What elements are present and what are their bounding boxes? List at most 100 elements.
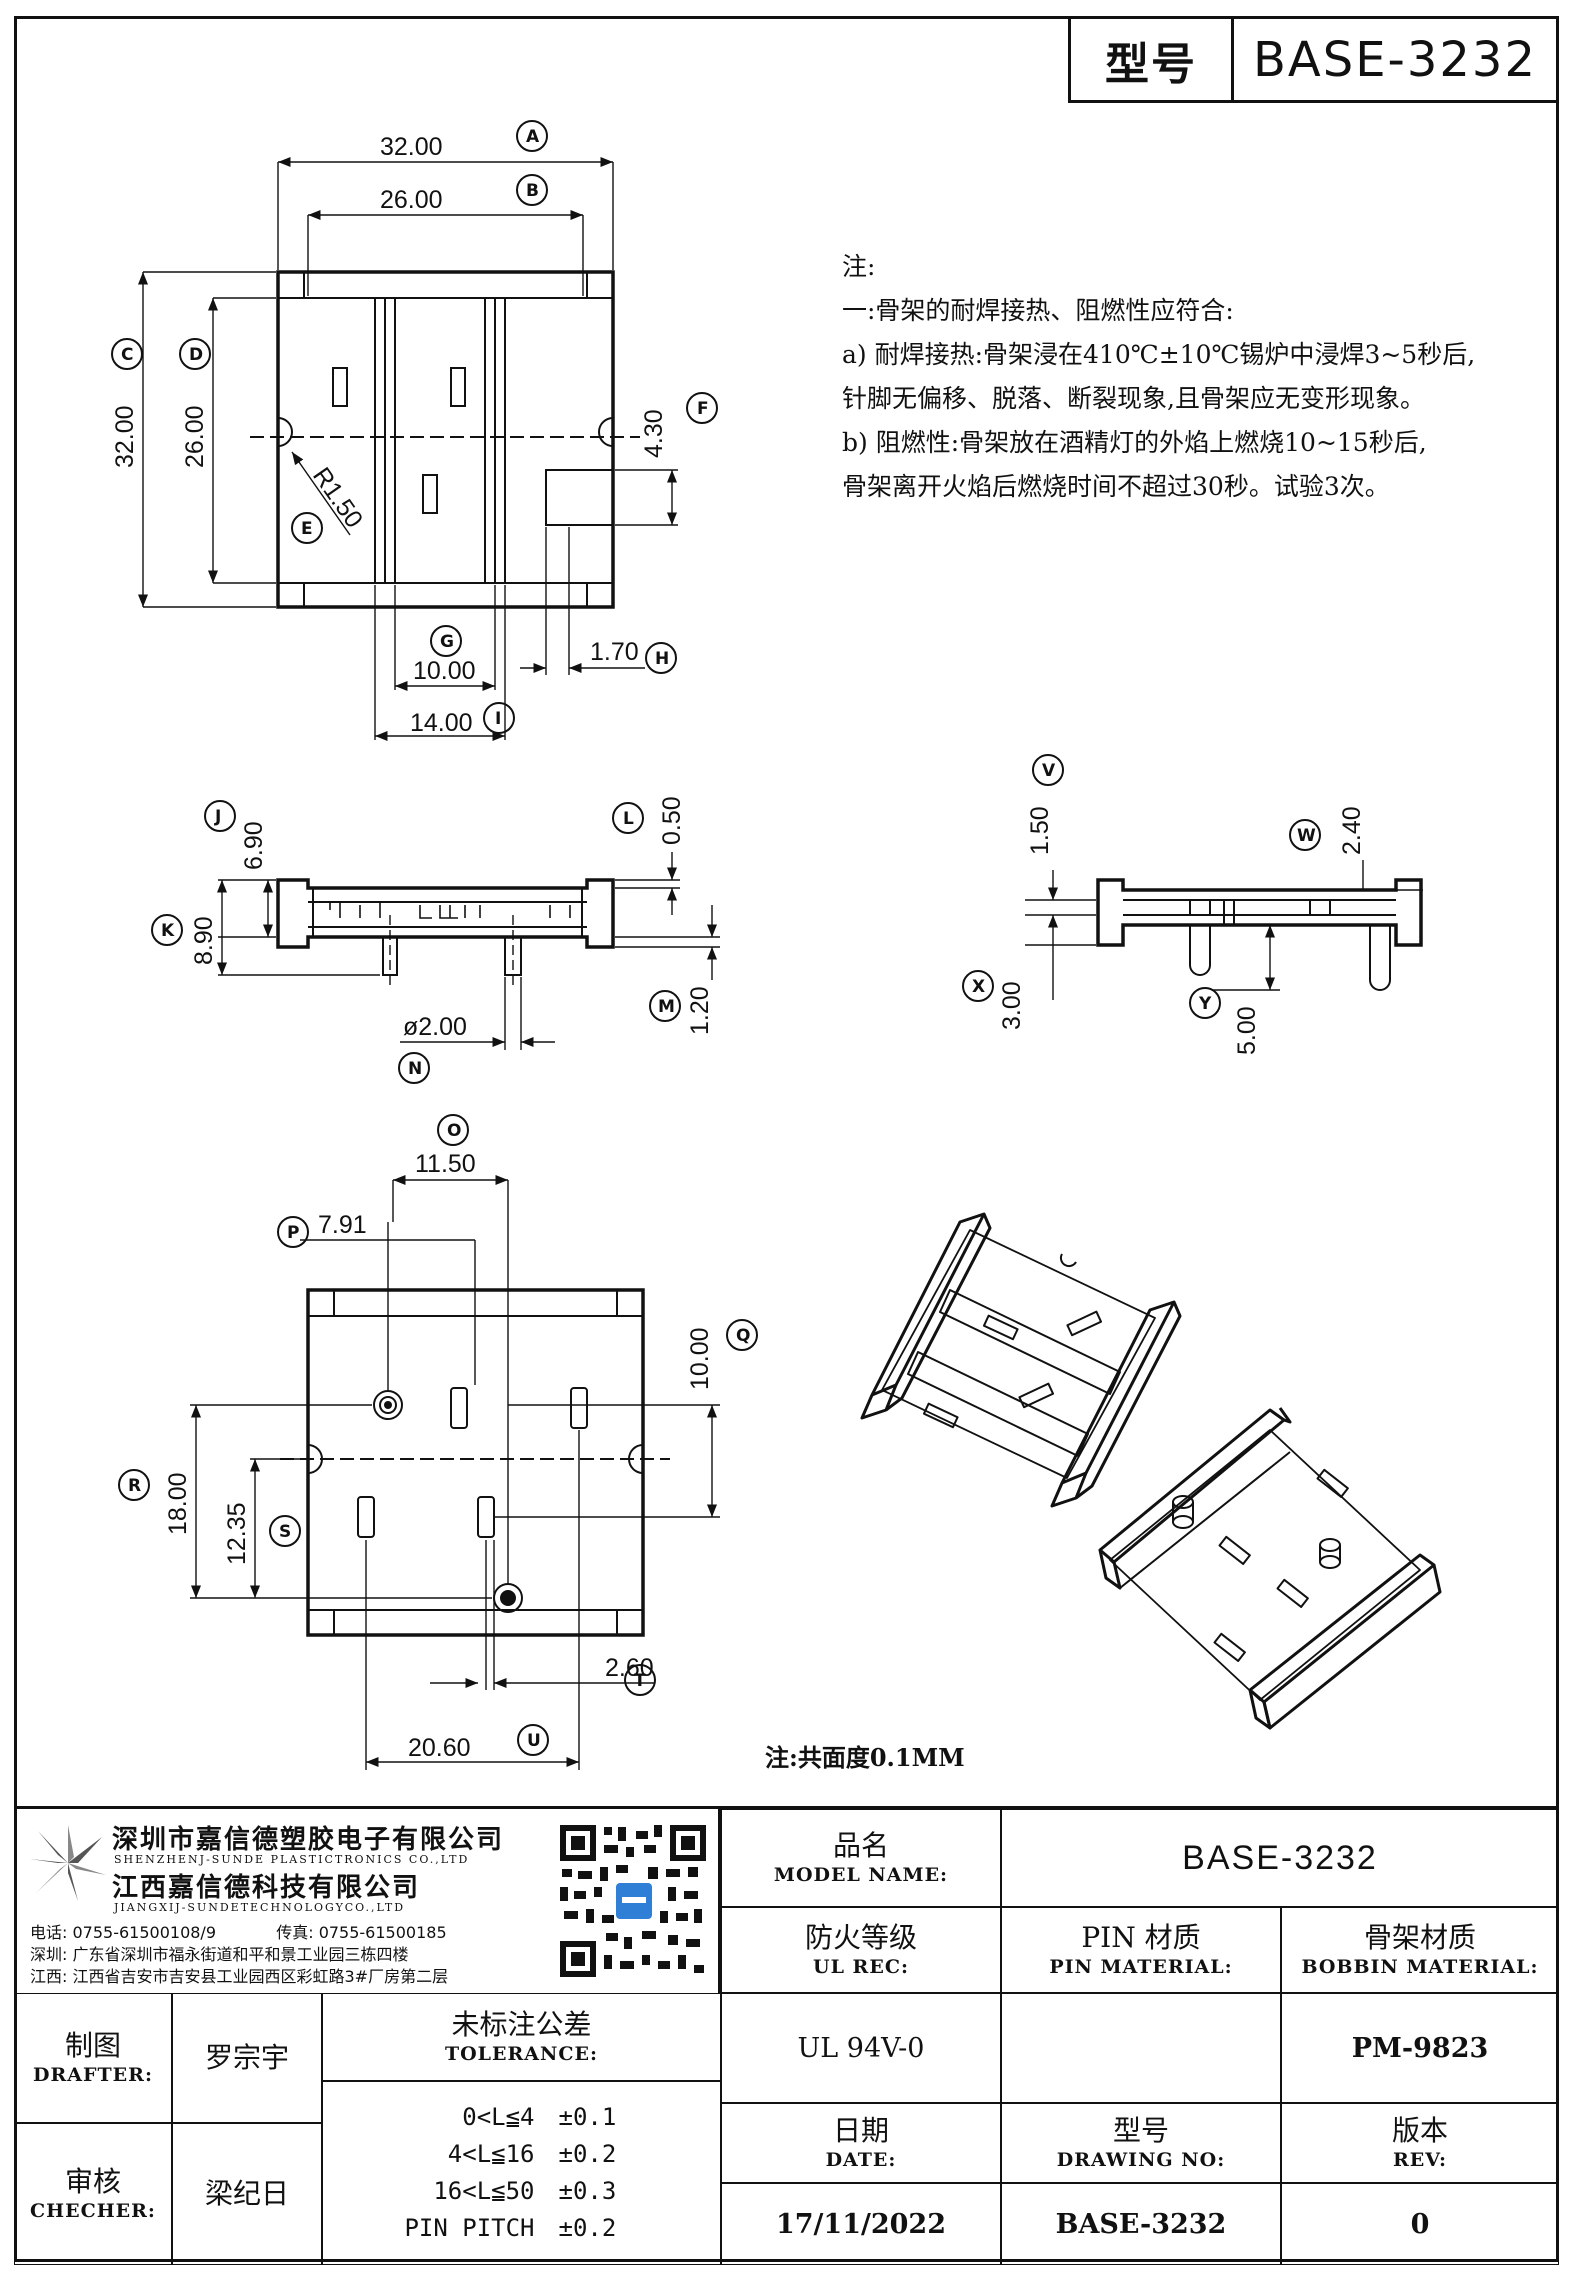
svg-text:X: X	[972, 977, 985, 997]
drawing-no-value: BASE-3232	[1001, 2183, 1281, 2265]
svg-text:Y: Y	[1198, 994, 1212, 1014]
notes-line: 骨架离开火焰后燃烧时间不超过30秒。试验3次。	[842, 472, 1390, 501]
fax-label: 传真:	[276, 1923, 314, 1942]
dim-X-value: 3.00	[998, 981, 1026, 1030]
dim-V-value: 1.50	[1026, 806, 1054, 855]
pin-material-label: PIN 材质 PIN MATERIAL:	[1001, 1907, 1281, 1993]
addr2-label: 江西:	[30, 1967, 68, 1986]
drawing-frame	[14, 16, 1559, 2262]
company-address-sz: 深圳: 广东省深圳市福永街道和平和景工业园三栋四楼	[30, 1941, 409, 1965]
tolerance-table: 0<L≦4±0.1 4<L≦16±0.2 16<L≦50±0.3 PIN PIT…	[322, 2081, 721, 2265]
company-address-jx: 江西: 江西省吉安市吉安县工业园西区彩虹路3#厂房第二层	[30, 1963, 448, 1987]
company-name-2: 江西嘉信德科技有限公司	[112, 1873, 421, 1903]
svg-text:H: H	[655, 649, 669, 669]
drafter-label: 制图 DRAFTER:	[14, 1993, 172, 2123]
model-header-box: 型号 BASE-3232	[1068, 19, 1556, 103]
addr2-value: 江西省吉安市吉安县工业园西区彩虹路3#厂房第二层	[72, 1967, 449, 1986]
dim-T-value: 2.60	[605, 1654, 654, 1682]
drafter-name: 罗宗宇	[172, 1993, 322, 2123]
dim-J-value: 6.90	[240, 821, 268, 870]
svg-text:C: C	[121, 345, 133, 365]
tolerance-row: PIN PITCH±0.2	[404, 2214, 617, 2242]
company-name-1: 深圳市嘉信德塑胶电子有限公司	[112, 1825, 505, 1855]
dim-K-value: 8.90	[190, 916, 218, 965]
dim-P-value: 7.91	[318, 1211, 367, 1239]
date-label: 日期 DATE:	[721, 2103, 1001, 2183]
model-number: BASE-3232	[1252, 31, 1538, 88]
addr1-value: 广东省深圳市福永街道和平和景工业园三栋四楼	[72, 1945, 409, 1964]
svg-text:D: D	[189, 345, 203, 365]
qr-code	[556, 1821, 710, 1981]
side-view	[1025, 860, 1423, 1000]
notes-title: 注:	[842, 252, 876, 281]
dim-F-value: 4.30	[640, 409, 668, 458]
company-phone-line: 电话: 0755-61500108/9 传真: 0755-61500185	[30, 1919, 447, 1943]
fax-value: 0755-61500185	[318, 1923, 447, 1942]
phone-value: 0755-61500108/9	[72, 1923, 217, 1942]
dim-L-value: 0.50	[658, 796, 686, 845]
dim-O-value: 11.50	[415, 1150, 476, 1178]
svg-text:F: F	[697, 399, 709, 419]
date-value: 17/11/2022	[721, 2183, 1001, 2265]
svg-text:K: K	[161, 921, 175, 941]
notes-line: a) 耐焊接热:骨架浸在410℃±10℃锡炉中浸焊3~5秒后,	[842, 340, 1476, 369]
tolerance-label: 未标注公差 TOLERANCE:	[322, 1993, 721, 2081]
company-name-2-en: JIANGXIJ-SUNDETECHNOLOGYCO.,LTD	[114, 1901, 406, 1914]
notes-line: 针脚无偏移、脱落、断裂现象,且骨架应无变形现象。	[842, 384, 1425, 413]
dim-G-value: 10.00	[413, 657, 476, 685]
bottom-view	[190, 1174, 720, 1770]
svg-text:B: B	[526, 181, 539, 201]
dim-Q-value: 10.00	[686, 1327, 714, 1390]
model-label: 型号	[1071, 19, 1234, 100]
drawing-no-label: 型号 DRAWING NO:	[1001, 2103, 1281, 2183]
svg-text:N: N	[408, 1059, 422, 1079]
svg-text:R: R	[128, 1476, 141, 1496]
company-info: 深圳市嘉信德塑胶电子有限公司 SHENZHENJ-SUNDE PLASTICTR…	[14, 1809, 721, 1993]
dim-D-value: 26.00	[181, 405, 209, 468]
addr1-label: 深圳:	[30, 1945, 68, 1964]
svg-text:P: P	[287, 1223, 299, 1243]
dim-B-value: 26.00	[380, 186, 443, 214]
dim-A-value: 32.00	[380, 133, 443, 161]
svg-text:G: G	[440, 632, 454, 652]
top-view	[137, 156, 678, 742]
svg-text:T: T	[634, 1671, 646, 1691]
bobbin-material-value: PM-9823	[1281, 1993, 1559, 2103]
notes-line: 一:骨架的耐焊接热、阻燃性应符合:	[842, 296, 1234, 325]
dim-C-value: 32.00	[111, 405, 139, 468]
svg-text:E: E	[301, 519, 313, 539]
model-name-label: 品名 MODEL NAME:	[721, 1809, 1001, 1907]
svg-text:W: W	[1297, 826, 1316, 846]
svg-text:A: A	[526, 127, 540, 147]
svg-text:Q: Q	[736, 1326, 750, 1346]
phone-label: 电话:	[30, 1923, 68, 1942]
tolerance-row: 0<L≦4±0.1	[462, 2103, 617, 2131]
notes-line: b) 阻燃性:骨架放在酒精灯的外焰上燃烧10~15秒后,	[842, 428, 1427, 457]
svg-text:S: S	[279, 1522, 291, 1542]
flatness-note: 注:共面度0.1MM	[765, 1743, 965, 1772]
dim-Y-value: 5.00	[1233, 1006, 1261, 1055]
dim-R-value: 18.00	[164, 1472, 192, 1535]
company-logo	[30, 1825, 106, 1901]
svg-text:I: I	[495, 709, 501, 729]
rev-value: 0	[1281, 2183, 1559, 2265]
company-name-1-en: SHENZHENJ-SUNDE PLASTICTRONICS CO.,LTD	[114, 1853, 470, 1866]
isometric-top-view	[860, 1212, 1182, 1508]
dimension-labels: 32.00 26.00 32.00 26.00 R 1.50 4.30 10.00…	[111, 133, 1366, 1762]
tolerance-row: 16<L≦50±0.3	[433, 2177, 617, 2205]
dim-H-value: 1.70	[590, 638, 639, 666]
svg-text:M: M	[658, 997, 675, 1017]
svg-text:L: L	[623, 809, 634, 829]
front-view	[216, 852, 720, 1050]
notes-block: 注: 一:骨架的耐焊接热、阻燃性应符合: a) 耐焊接热:骨架浸在410℃±10…	[842, 245, 1502, 509]
svg-text:O: O	[447, 1121, 461, 1141]
dim-N-value: ø2.00	[403, 1013, 467, 1041]
svg-text:U: U	[527, 1731, 541, 1751]
dim-W-value: 2.40	[1338, 806, 1366, 855]
bobbin-material-label: 骨架材质 BOBBIN MATERIAL:	[1281, 1907, 1559, 1993]
dim-S-value: 12.35	[223, 1502, 251, 1565]
dim-M-value: 1.20	[686, 986, 714, 1035]
ul-rec-value: UL 94V-0	[721, 1993, 1001, 2103]
